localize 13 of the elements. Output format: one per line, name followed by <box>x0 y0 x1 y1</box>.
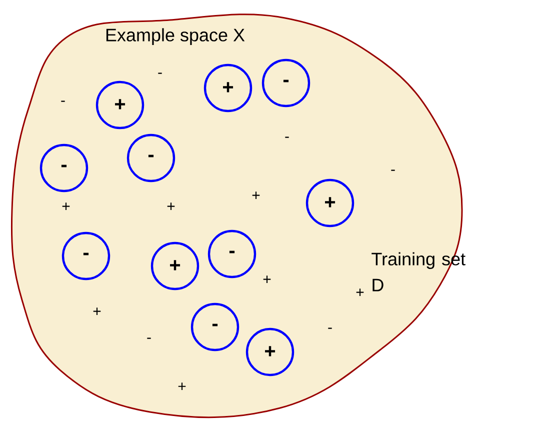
sample-mark: + <box>356 288 364 296</box>
sample-mark: + <box>178 382 186 390</box>
sample-mark: - <box>61 100 65 102</box>
sample-mark: + <box>167 202 175 210</box>
sample-mark: - <box>328 328 332 329</box>
sample-mark: + <box>62 202 70 210</box>
sample-mark: - <box>391 170 395 171</box>
sample-mark: + <box>263 276 271 284</box>
sample-mark: - <box>158 72 162 74</box>
sample-mark: + <box>252 192 260 200</box>
sample-mark: - <box>285 136 289 138</box>
sample-mark: - <box>147 338 151 339</box>
sample-mark: + <box>93 308 101 316</box>
